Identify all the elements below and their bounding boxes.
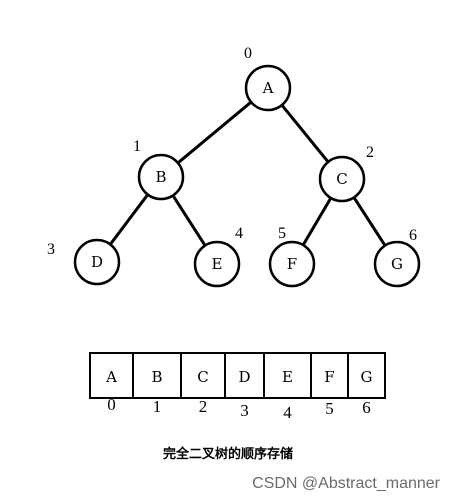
array-cell-4 — [263, 352, 312, 399]
sequential-storage-array: A 0 B 1 C 2 D 3 E 4 F 5 G 6 — [89, 352, 386, 422]
node-circle — [193, 240, 241, 288]
array-index-label: 1 — [153, 397, 162, 416]
array-index-label: 5 — [325, 399, 334, 418]
array-cell-6 — [347, 352, 386, 399]
tree-edge-a-c — [280, 104, 330, 163]
tree-edge-c-f — [301, 197, 333, 246]
array-index-label: 2 — [199, 397, 208, 416]
tree-node-b: B1 — [133, 138, 185, 201]
array-cell-label: E — [282, 368, 293, 386]
node-circle — [373, 240, 421, 288]
array-cell-label: B — [151, 368, 162, 386]
node-label: F — [287, 255, 297, 273]
tree-edge-b-d — [109, 193, 149, 246]
node-label: G — [391, 255, 403, 273]
node-index-label: 0 — [244, 45, 252, 62]
array-cell-2 — [180, 352, 226, 399]
array-cell-label: G — [361, 368, 373, 386]
array-cell-label: A — [105, 368, 117, 386]
tree-edge-a-b — [176, 100, 253, 165]
tree-node-d: D3 — [47, 238, 121, 286]
tree-node-e: E4 — [193, 225, 243, 288]
node-label: A — [262, 79, 274, 97]
diagram-caption: 完全二叉树的顺序存储 — [163, 446, 293, 462]
array-index-label: 0 — [107, 395, 116, 414]
node-index-label: 2 — [366, 144, 374, 161]
node-index-label: 4 — [235, 225, 243, 242]
node-index-label: 5 — [278, 225, 286, 242]
array-index-label: 4 — [283, 403, 292, 422]
array-cell-label: D — [238, 368, 250, 386]
array-index-label: 6 — [362, 398, 371, 417]
node-label: C — [336, 170, 347, 188]
node-label: B — [155, 168, 166, 186]
watermark: CSDN @Abstract_manner — [252, 475, 441, 492]
tree-node-g: G6 — [373, 227, 421, 288]
node-circle — [268, 240, 316, 288]
node-label: E — [212, 255, 223, 273]
tree-node-a: A0 — [244, 45, 292, 112]
node-circle — [244, 64, 292, 112]
node-index-label: 1 — [133, 138, 141, 155]
node-circle — [318, 155, 366, 203]
tree-node-f: F5 — [268, 225, 316, 288]
array-cell-label: F — [324, 368, 334, 386]
tree-edges — [109, 100, 387, 247]
node-circle — [137, 153, 185, 201]
node-index-label: 6 — [409, 227, 417, 244]
tree-edge-b-e — [171, 194, 207, 247]
tree-node-c: C2 — [318, 144, 374, 203]
tree-edge-c-g — [352, 196, 387, 247]
node-circle — [73, 238, 121, 286]
node-index-label: 3 — [47, 241, 55, 258]
array-cell-label: C — [197, 368, 208, 386]
node-label: D — [91, 253, 103, 271]
array-index-label: 3 — [240, 401, 249, 420]
